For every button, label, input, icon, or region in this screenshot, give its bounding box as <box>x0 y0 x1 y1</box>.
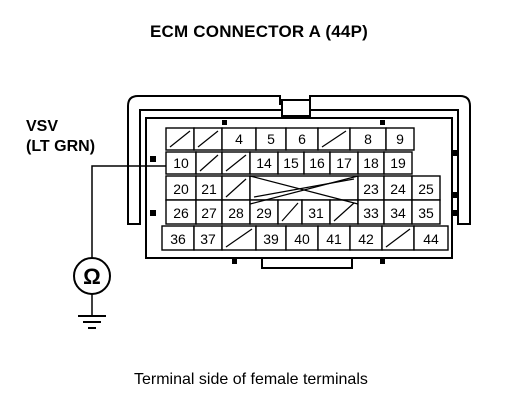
lock-tab <box>452 210 458 216</box>
terminal-number: 39 <box>263 231 279 247</box>
terminal-number: 44 <box>423 231 439 247</box>
terminal-cell-9 <box>385 127 415 151</box>
terminal-number: 10 <box>173 155 189 171</box>
caption: Terminal side of female terminals <box>134 371 368 388</box>
terminal-grid: 4 5 6 8 9 10 14 15 16 17 18 19 20 21 23 24 25 26 27 28 29 31 3… <box>161 127 449 251</box>
terminal-number: 23 <box>363 181 379 197</box>
terminal-number: 26 <box>173 205 189 221</box>
diagram-title: ECM CONNECTOR A (44P) <box>150 22 368 41</box>
unused-terminal-slash <box>197 130 219 148</box>
unused-terminal-slash <box>333 202 355 222</box>
test-lead-wire <box>91 165 166 258</box>
terminal-cell-26 <box>165 199 197 225</box>
blank-region-cross <box>249 175 359 205</box>
lock-tab <box>150 210 156 216</box>
terminal-number: 24 <box>390 181 406 197</box>
terminal-number: 33 <box>363 205 379 221</box>
wire-name-label: VSV <box>26 118 59 135</box>
unused-terminal-slash <box>169 130 191 148</box>
terminal-number: 42 <box>358 231 374 247</box>
unused-terminal-slash <box>199 154 219 172</box>
terminal-number: 17 <box>336 155 352 171</box>
lock-tab <box>452 150 458 156</box>
terminal-number: 15 <box>283 155 299 171</box>
ohm-symbol: Ω <box>83 264 101 289</box>
unused-terminal-slash <box>385 228 411 248</box>
terminal-number: 5 <box>267 131 275 147</box>
unused-terminal-slash <box>253 178 355 198</box>
connector-bottom-key <box>261 258 353 269</box>
terminal-cell-44 <box>413 225 449 251</box>
terminal-cell-41 <box>317 225 351 251</box>
terminal-cell-21 <box>195 175 223 201</box>
lock-tab <box>150 156 156 162</box>
terminal-number: 29 <box>256 205 272 221</box>
unused-terminal-slash <box>225 178 247 198</box>
terminal-number: 36 <box>170 231 186 247</box>
unused-terminal-slash <box>225 228 253 248</box>
terminal-cell-39 <box>255 225 287 251</box>
terminal-number: 14 <box>256 155 272 171</box>
terminal-number: 16 <box>309 155 325 171</box>
terminal-cell-35 <box>411 199 441 225</box>
terminal-number: 27 <box>201 205 217 221</box>
connector-body <box>145 117 453 259</box>
lock-tab <box>380 120 385 125</box>
lock-tab <box>222 120 227 125</box>
terminal-number: 31 <box>308 205 324 221</box>
terminal-number: 19 <box>390 155 406 171</box>
terminal-cell-19 <box>383 151 413 175</box>
terminal-number: 41 <box>326 231 342 247</box>
connector-top-latch <box>281 99 311 117</box>
terminal-number: 28 <box>228 205 244 221</box>
terminal-number: 25 <box>418 181 434 197</box>
unused-terminal-slash <box>281 202 299 222</box>
terminal-number: 20 <box>173 181 189 197</box>
terminal-cell-33 <box>357 199 385 225</box>
terminal-number: 4 <box>235 131 243 147</box>
terminal-number: 40 <box>294 231 310 247</box>
terminal-number: 9 <box>396 131 404 147</box>
terminal-cell-29 <box>249 199 279 225</box>
lock-tab <box>380 259 385 264</box>
unused-terminal-slash <box>225 154 247 172</box>
terminal-cell-25 <box>411 175 441 201</box>
terminal-cell-23 <box>357 175 385 201</box>
unused-terminal-slash <box>321 130 347 148</box>
connector-housing <box>127 95 471 225</box>
terminal-cell-20 <box>165 175 197 201</box>
terminal-cell-27 <box>195 199 223 225</box>
ground-icon <box>78 315 106 329</box>
wire-color-label: (LT GRN) <box>26 138 96 155</box>
lock-tab <box>232 259 237 264</box>
terminal-number: 8 <box>364 131 372 147</box>
terminal-number: 18 <box>363 155 379 171</box>
terminal-number: 6 <box>298 131 306 147</box>
terminal-number: 37 <box>200 231 216 247</box>
terminal-number: 21 <box>201 181 217 197</box>
terminal-number: 35 <box>418 205 434 221</box>
lock-tab <box>452 192 458 198</box>
terminal-number: 34 <box>390 205 406 221</box>
